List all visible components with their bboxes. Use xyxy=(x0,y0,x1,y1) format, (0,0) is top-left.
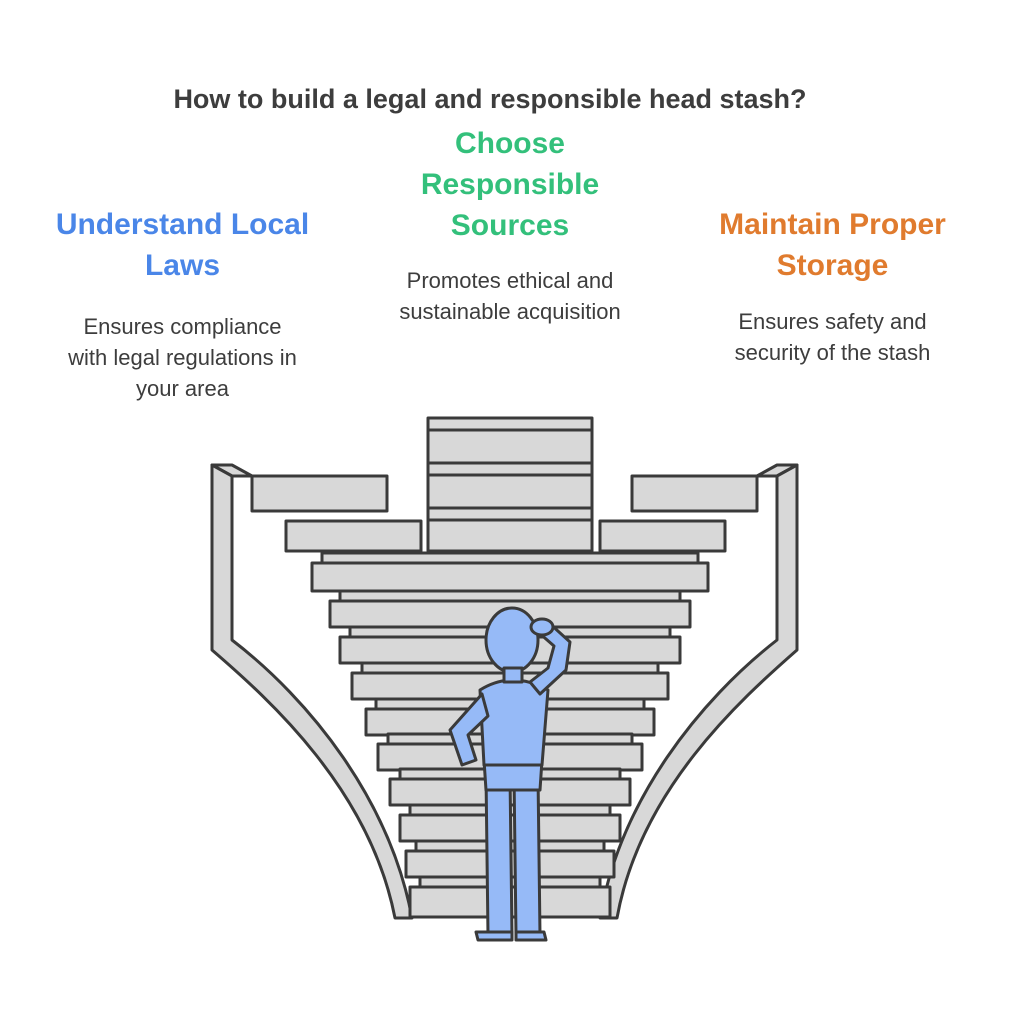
left-step-2 xyxy=(284,519,423,553)
stair-step xyxy=(310,561,710,593)
right-leg xyxy=(512,773,542,937)
head xyxy=(484,606,540,674)
description-line: Ensures safety and xyxy=(738,309,927,334)
hand xyxy=(529,617,555,637)
right-step-1 xyxy=(630,474,759,513)
center-tower xyxy=(426,416,594,553)
left-arm xyxy=(448,692,490,767)
description-line: Promotes ethical and xyxy=(406,268,614,293)
heading-line: Storage xyxy=(776,249,889,282)
option-right-heading: Maintain Proper Storage xyxy=(680,204,985,286)
heading-line: Sources xyxy=(450,209,570,242)
description-line: with legal regulations in xyxy=(68,345,297,370)
neck xyxy=(502,666,524,684)
heading-line: Laws xyxy=(144,249,221,282)
left-shoe xyxy=(474,930,514,942)
description-line: your area xyxy=(136,376,229,401)
left-leg xyxy=(484,773,514,937)
description-line: sustainable acquisition xyxy=(399,299,621,324)
right-step-2 xyxy=(598,519,727,553)
description-line: Ensures compliance xyxy=(83,314,282,339)
option-left-description: Ensures compliance with legal regulation… xyxy=(30,311,335,404)
heading-line: Understand Local xyxy=(55,208,310,241)
heading-line: Maintain Proper xyxy=(719,208,946,241)
description-line: security of the stash xyxy=(734,340,931,365)
option-center-description: Promotes ethical and sustainable acquisi… xyxy=(360,265,660,327)
person-icon xyxy=(448,606,572,942)
option-right-description: Ensures safety and security of the stash xyxy=(680,306,985,368)
right-shoe xyxy=(514,930,548,942)
heading-line: Responsible xyxy=(420,168,600,201)
heading-line: Choose xyxy=(454,127,565,160)
diagram-title: How to build a legal and responsible hea… xyxy=(173,84,807,114)
option-center-heading: Choose Responsible Sources xyxy=(360,123,660,246)
torso xyxy=(478,678,550,767)
option-left-heading: Understand Local Laws xyxy=(30,204,335,286)
left-step-1 xyxy=(250,474,389,513)
